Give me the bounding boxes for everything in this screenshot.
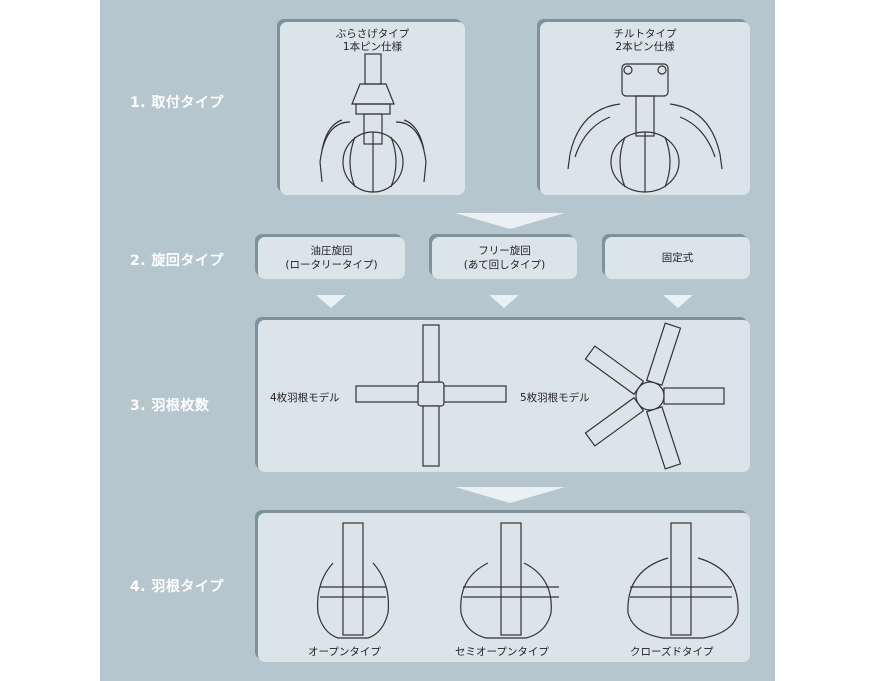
semi-open-type-label: セミオープンタイプ — [455, 646, 549, 658]
flow-arrow-3 — [455, 487, 565, 503]
step-4-label: 4. 羽根タイプ — [130, 579, 224, 595]
blade-type-panel: オープンタイプ セミオープンタイプ クローズドタイプ — [258, 513, 750, 662]
rotation-type-free-name: フリー旋回 — [478, 245, 531, 257]
rotation-type-fixed-name: 固定式 — [661, 252, 694, 264]
rotation-type-fixed: 固定式 — [605, 237, 750, 279]
step-2-label: 2. 旋回タイプ — [130, 253, 224, 269]
four-blade-top-view — [355, 324, 507, 467]
rotation-type-free: フリー旋回 (あて回しタイプ) — [432, 237, 577, 279]
semi-open-type-blade — [460, 522, 559, 639]
flow-arrow-2a — [316, 295, 346, 308]
tilt-grapple-illustration — [567, 63, 723, 193]
flow-arrow-1 — [455, 213, 565, 229]
closed-type-label: クローズドタイプ — [630, 646, 714, 658]
flow-arrow-2c — [663, 295, 693, 308]
blade-side-views-illustration — [316, 522, 739, 639]
rotation-type-free-sub: (あて回しタイプ) — [463, 259, 546, 271]
hanging-grapple-illustration — [319, 53, 427, 193]
closed-type-blade — [627, 522, 739, 639]
rotation-type-hydraulic-name: 油圧旋回 — [310, 245, 353, 257]
step-1-label: 1. 取付タイプ — [130, 95, 224, 111]
five-blade-label: 5枚羽根モデル — [520, 392, 590, 404]
open-type-blade — [316, 522, 390, 639]
step-3-label: 3. 羽根枚数 — [130, 398, 210, 414]
five-blade-top-view — [584, 322, 725, 470]
blade-top-views-illustration — [355, 322, 725, 470]
rotation-type-hydraulic-sub: (ロータリータイプ) — [285, 259, 378, 271]
blade-count-panel: 4枚羽根モデル 5枚羽根モデル — [258, 320, 750, 472]
flow-arrow-2b — [489, 295, 519, 308]
rotation-type-hydraulic: 油圧旋回 (ロータリータイプ) — [258, 237, 405, 279]
four-blade-label: 4枚羽根モデル — [270, 392, 340, 404]
open-type-label: オープンタイプ — [308, 646, 381, 658]
